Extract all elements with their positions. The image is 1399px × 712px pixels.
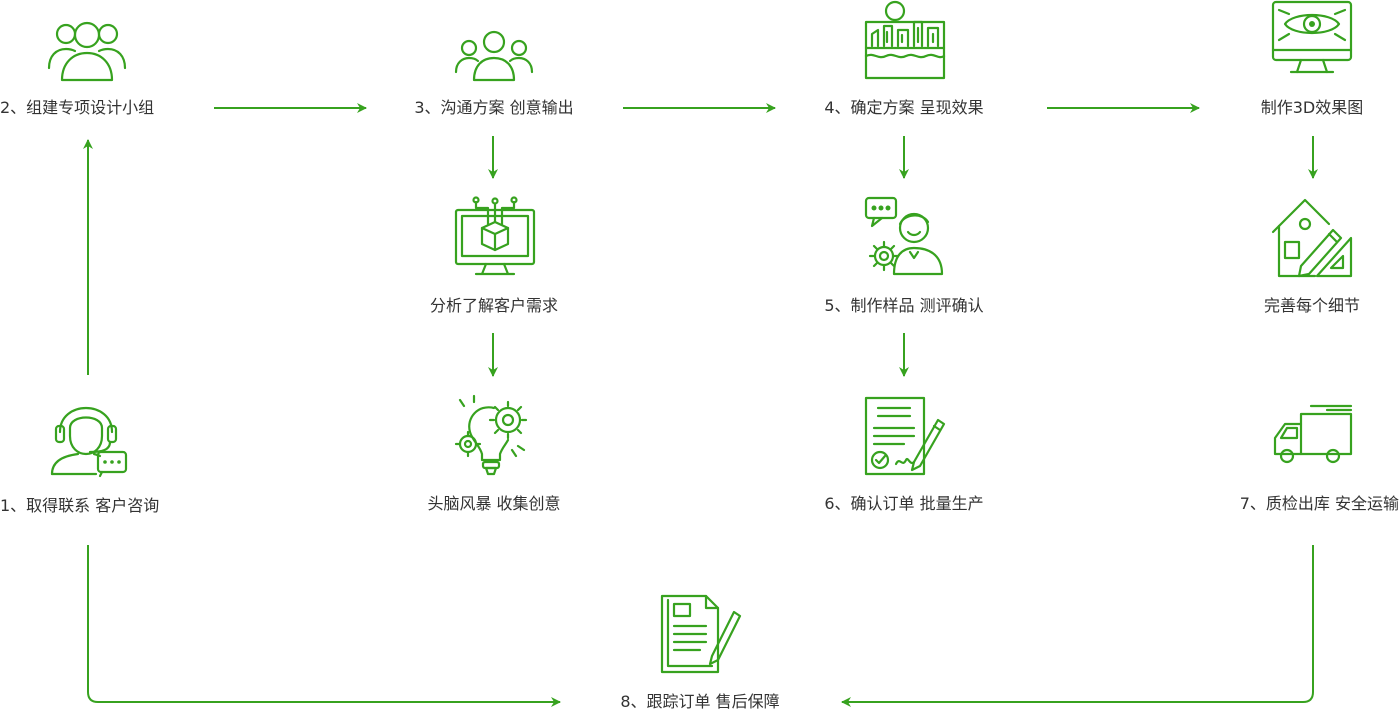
house-drafting-icon <box>1271 196 1353 278</box>
city-skyline-icon <box>864 0 946 80</box>
step-3b-label: 头脑风暴 收集创意 <box>427 494 561 513</box>
step-3-label: 3、沟通方案 创意输出 <box>414 98 574 117</box>
headset-operator-icon <box>50 396 128 478</box>
step-4-label: 4、确定方案 呈现效果 <box>824 98 984 117</box>
team-icon <box>46 18 128 82</box>
contract-pen-icon <box>864 396 946 476</box>
step-2-label: 2、组建专项设计小组 <box>0 98 155 117</box>
delivery-truck-icon <box>1271 404 1353 466</box>
step-6-label: 6、确认订单 批量生产 <box>824 494 984 513</box>
step-7-label: 7、质检出库 安全运输 <box>1239 494 1399 513</box>
step-8-label: 8、跟踪订单 售后保障 <box>620 692 780 711</box>
step-4a-label: 制作3D效果图 <box>1260 98 1364 117</box>
monitor-cube-icon <box>454 196 536 278</box>
step-4b-label: 完善每个细节 <box>1263 296 1361 315</box>
document-pen-icon <box>660 594 742 674</box>
group-icon <box>454 28 534 82</box>
step-1-label: 1、取得联系 客户咨询 <box>0 496 160 515</box>
bulb-gears-icon <box>454 394 536 476</box>
arrow-1-to-8 <box>87 545 561 707</box>
person-chat-gear-icon <box>864 196 946 276</box>
step-3a-label: 分析了解客户需求 <box>429 296 559 315</box>
monitor-eye-icon <box>1271 0 1353 80</box>
step-5-label: 5、制作样品 测评确认 <box>824 296 984 315</box>
arrow-7-to-8 <box>841 545 1314 707</box>
